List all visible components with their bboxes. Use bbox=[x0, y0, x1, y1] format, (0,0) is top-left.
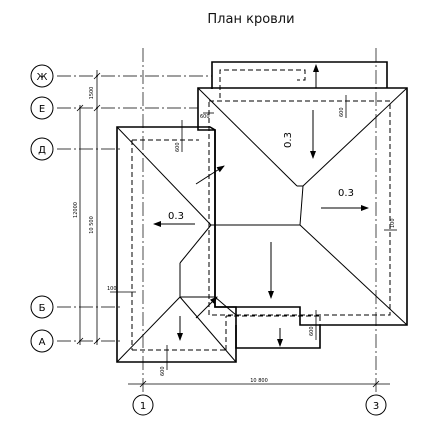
svg-text:100: 100 bbox=[390, 218, 396, 228]
axis-bubble-a: А bbox=[30, 329, 54, 353]
axis-bubble-1: 1 bbox=[132, 394, 154, 416]
roof-block-right bbox=[197, 87, 408, 326]
svg-text:600: 600 bbox=[309, 326, 315, 336]
svg-text:1500: 1500 bbox=[89, 87, 95, 100]
svg-text:А: А bbox=[39, 337, 46, 348]
svg-text:Е: Е bbox=[39, 104, 45, 115]
svg-text:100: 100 bbox=[107, 286, 117, 292]
svg-text:600: 600 bbox=[175, 142, 181, 152]
axis-bubble-zh: Ж bbox=[30, 64, 54, 88]
slope-label-top: 0.3 bbox=[283, 132, 294, 148]
svg-text:600: 600 bbox=[200, 114, 210, 120]
svg-text:600: 600 bbox=[160, 366, 166, 376]
svg-text:600: 600 bbox=[339, 107, 345, 117]
svg-text:12000: 12000 bbox=[73, 202, 79, 218]
axis-bubble-b: Б bbox=[30, 295, 54, 319]
page-title: План кровли bbox=[207, 12, 295, 27]
axis-bubble-e: Е bbox=[30, 96, 54, 120]
svg-text:10 800: 10 800 bbox=[250, 378, 268, 384]
roof-annex-bottom bbox=[235, 325, 321, 349]
slope-label-left: 0.3 bbox=[168, 211, 184, 222]
overhang-dimensions: 100 100 600 600 600 600 600 bbox=[107, 95, 397, 376]
svg-text:Д: Д bbox=[38, 145, 46, 156]
svg-text:Ж: Ж bbox=[37, 72, 48, 83]
roof-block-left bbox=[116, 126, 321, 363]
slope-arrows bbox=[153, 110, 369, 347]
axis-bubble-3: 3 bbox=[365, 394, 387, 416]
dimension-vertical-left: 1500 12000 10 500 bbox=[73, 70, 101, 345]
axis-bubble-d: Д bbox=[30, 137, 54, 161]
svg-text:3: 3 bbox=[373, 401, 379, 412]
slope-label-right: 0.3 bbox=[338, 188, 354, 199]
svg-text:1: 1 bbox=[140, 401, 146, 412]
svg-text:Б: Б bbox=[39, 303, 46, 314]
dimension-horizontal-bottom: 10 800 bbox=[128, 378, 390, 388]
svg-text:10 500: 10 500 bbox=[89, 216, 95, 234]
roof-annex-top bbox=[211, 61, 388, 98]
